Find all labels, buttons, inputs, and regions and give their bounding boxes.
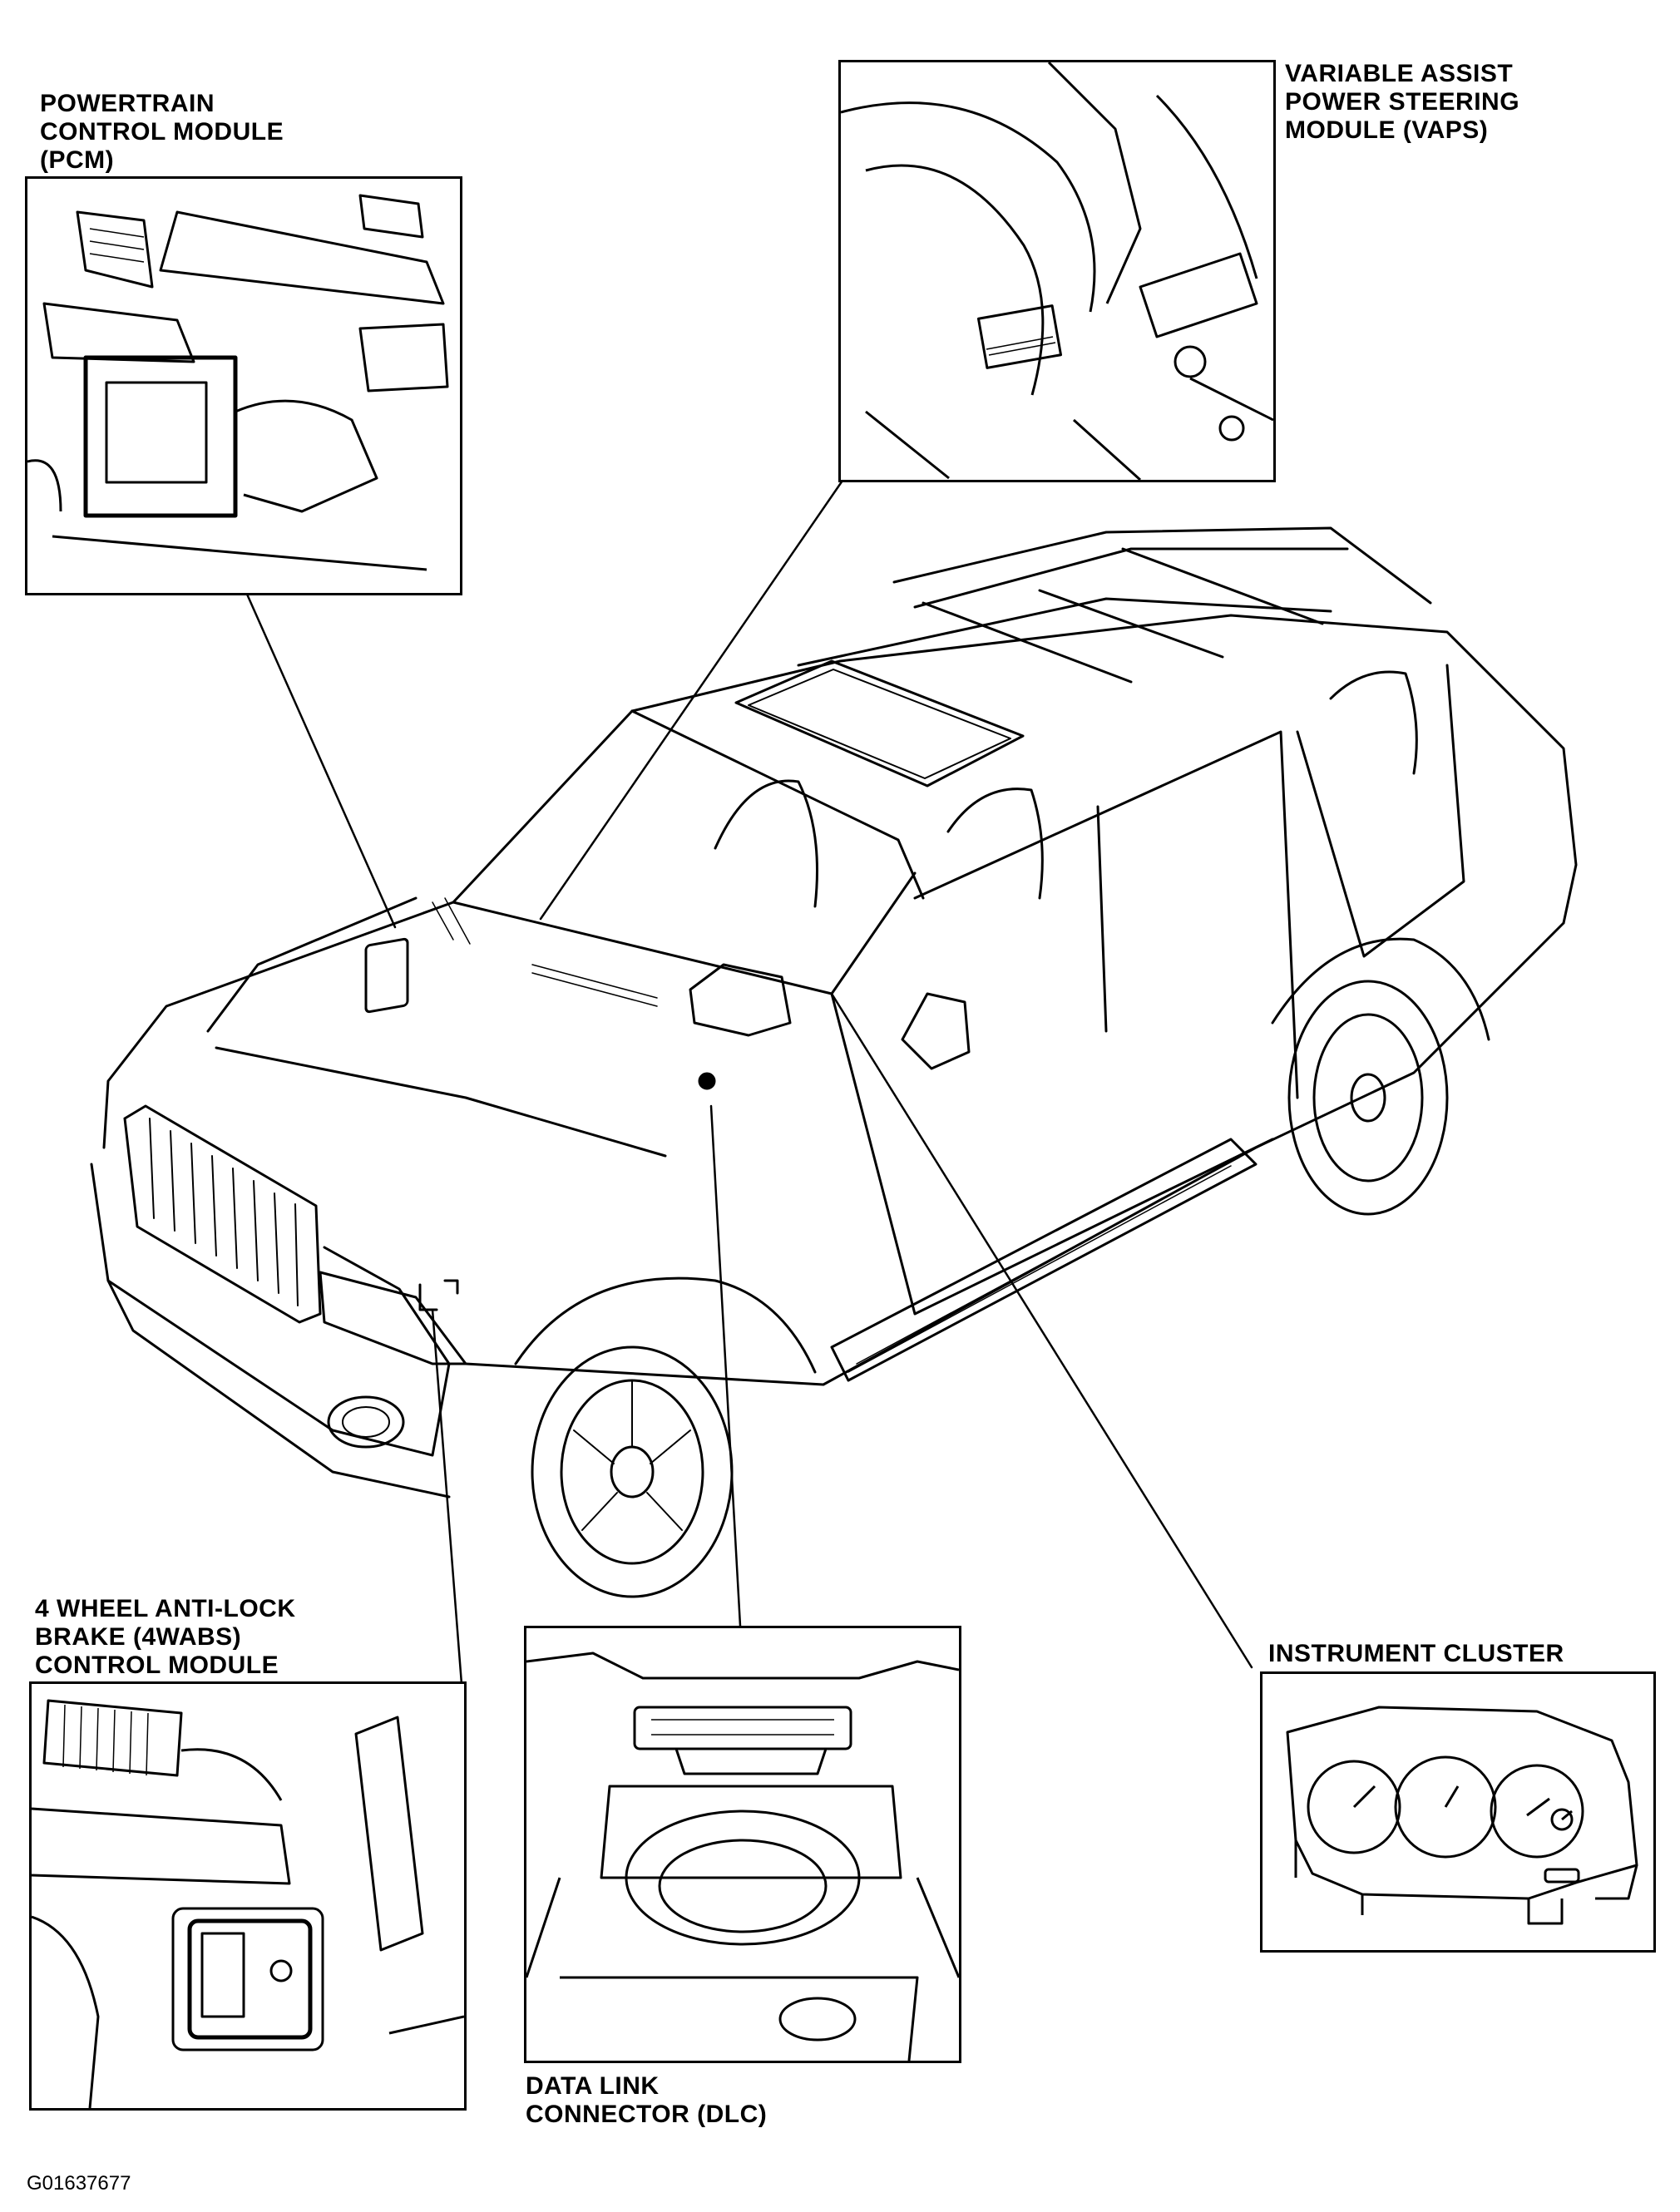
abs-label: 4 WHEEL ANTI-LOCK BRAKE (4WABS) CONTROL … — [35, 1595, 296, 1680]
cluster-detail-drawing — [1286, 1706, 1638, 1925]
dlc-label-line-2: CONNECTOR (DLC) — [526, 2101, 768, 2128]
vaps-label-line-3: MODULE (VAPS) — [1285, 116, 1489, 144]
dlc-marker — [698, 1072, 716, 1090]
dlc-label: DATA LINK CONNECTOR (DLC) — [526, 2072, 767, 2129]
cluster-label-line-1: INSTRUMENT CLUSTER — [1268, 1640, 1564, 1667]
abs-label-line-2: BRAKE (4WABS) — [35, 1623, 242, 1651]
figure-code: G01637677 — [27, 2172, 131, 2195]
dlc-detail-panel — [524, 1626, 961, 2063]
vaps-label-line-1: VARIABLE ASSIST — [1285, 60, 1514, 87]
dlc-detail-drawing — [526, 1652, 959, 2061]
abs-module-marker — [418, 1279, 459, 1311]
vaps-label-line-2: POWER STEERING — [1285, 88, 1520, 116]
center-gauge — [1394, 1755, 1497, 1859]
dlc-label-line-1: DATA LINK — [526, 2072, 660, 2100]
pcm-module-marker — [364, 937, 409, 1014]
right-gauge — [1490, 1764, 1584, 1859]
abs-module — [187, 1918, 313, 2040]
suv-line-art — [90, 526, 1578, 1598]
abs-detail-drawing — [32, 1699, 464, 2108]
pcm-detail-drawing — [27, 194, 449, 571]
abs-label-line-3: CONTROL MODULE — [35, 1652, 279, 1679]
leader-lines — [244, 476, 1253, 1686]
pcm-label: POWERTRAIN CONTROL MODULE (PCM) — [40, 90, 284, 175]
vaps-module-marker — [689, 963, 792, 1037]
vaps-detail-panel — [838, 60, 1276, 482]
cluster-detail-panel — [1260, 1671, 1656, 1953]
dlc-connector — [633, 1706, 852, 1750]
vaps-detail-drawing — [841, 62, 1273, 480]
abs-label-line-1: 4 WHEEL ANTI-LOCK — [35, 1595, 296, 1622]
pcm-module — [83, 355, 238, 518]
left-gauge — [1307, 1760, 1401, 1854]
abs-detail-panel — [29, 1681, 467, 2111]
pcm-label-line-1: POWERTRAIN — [40, 90, 215, 117]
pcm-detail-panel — [25, 176, 462, 595]
vaps-module — [976, 304, 1063, 369]
pcm-label-line-3: (PCM) — [40, 146, 115, 174]
cluster-label: INSTRUMENT CLUSTER — [1268, 1640, 1564, 1668]
pcm-label-line-2: CONTROL MODULE — [40, 118, 284, 146]
vaps-label: VARIABLE ASSIST POWER STEERING MODULE (V… — [1285, 60, 1519, 145]
